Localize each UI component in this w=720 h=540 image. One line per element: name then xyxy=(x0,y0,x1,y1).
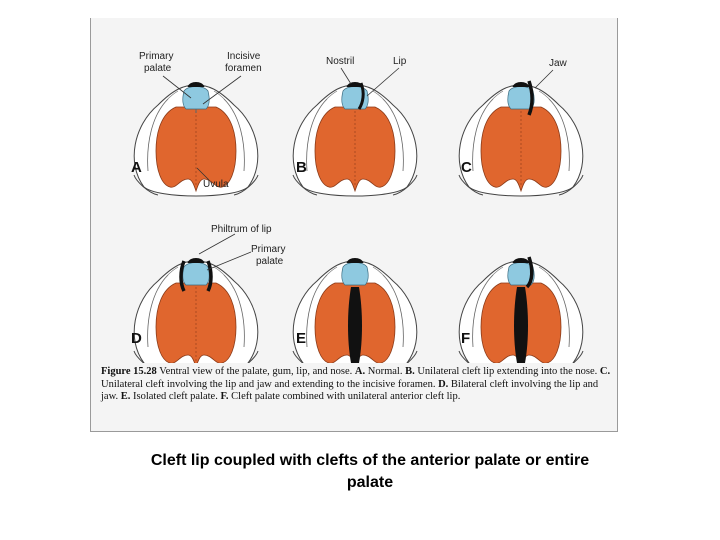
panel-d-drawing xyxy=(133,258,259,363)
incisive-foramen-label-1: Incisive xyxy=(227,51,261,62)
philtrum-label: Philtrum of lip xyxy=(211,224,272,235)
panel-b-drawing xyxy=(292,82,418,197)
primary-palate-d-label-1: Primary xyxy=(251,244,285,255)
slide-caption: Cleft lip coupled with clefts of the ant… xyxy=(150,452,590,491)
primary-palate-label-1: Primary xyxy=(139,51,173,62)
panel-e-drawing xyxy=(292,258,418,363)
caption-e-text: Isolated cleft palate. xyxy=(130,391,221,402)
primary-palate-label-2: palate xyxy=(144,63,172,74)
leader-lines xyxy=(162,67,554,271)
caption-f-key: F. xyxy=(220,391,229,402)
panel-letter-f: F xyxy=(461,330,470,347)
panel-f-drawing xyxy=(458,256,584,363)
incisive-foramen-label-2: foramen xyxy=(225,63,262,74)
caption-intro: Ventral view of the palate, gum, lip, an… xyxy=(156,366,355,377)
caption-d-key: D. xyxy=(438,378,449,390)
figure-caption: Figure 15.28 Ventral view of the palate,… xyxy=(101,366,611,404)
palate-diagram: Primary palate Incisive foramen Nostril … xyxy=(131,51,584,363)
caption-a-text: Normal. xyxy=(365,366,406,377)
figure-box: Primary palate Incisive foramen Nostril … xyxy=(90,18,618,432)
caption-c-text: Unilateral cleft involving the lip and j… xyxy=(101,378,439,390)
caption-b-key: B. xyxy=(405,366,415,377)
caption-f-text: Cleft palate combined with unilateral an… xyxy=(228,391,461,402)
lip-label: Lip xyxy=(393,56,407,67)
panel-letter-c: C xyxy=(461,159,472,176)
jaw-label: Jaw xyxy=(549,58,568,69)
panel-letter-b: B xyxy=(296,159,307,176)
panel-a-drawing xyxy=(133,82,259,197)
caption-a-key: A. xyxy=(354,366,366,377)
caption-e-key: E. xyxy=(120,391,131,402)
panel-letter-a: A xyxy=(131,159,142,176)
uvula-label: Uvula xyxy=(203,179,229,190)
caption-c-key: C. xyxy=(599,366,611,377)
primary-palate-d-label-2: palate xyxy=(256,256,284,267)
caption-d-text: Bilateral cleft involving the lip and ja… xyxy=(101,378,599,403)
nostril-label: Nostril xyxy=(326,56,354,67)
figure-number: Figure 15.28 xyxy=(101,366,157,377)
panel-letter-d: D xyxy=(131,330,142,347)
panel-letter-e: E xyxy=(296,330,306,347)
panel-c-drawing xyxy=(458,80,584,197)
caption-b-text: Unilateral cleft lip extending into the … xyxy=(414,366,600,377)
